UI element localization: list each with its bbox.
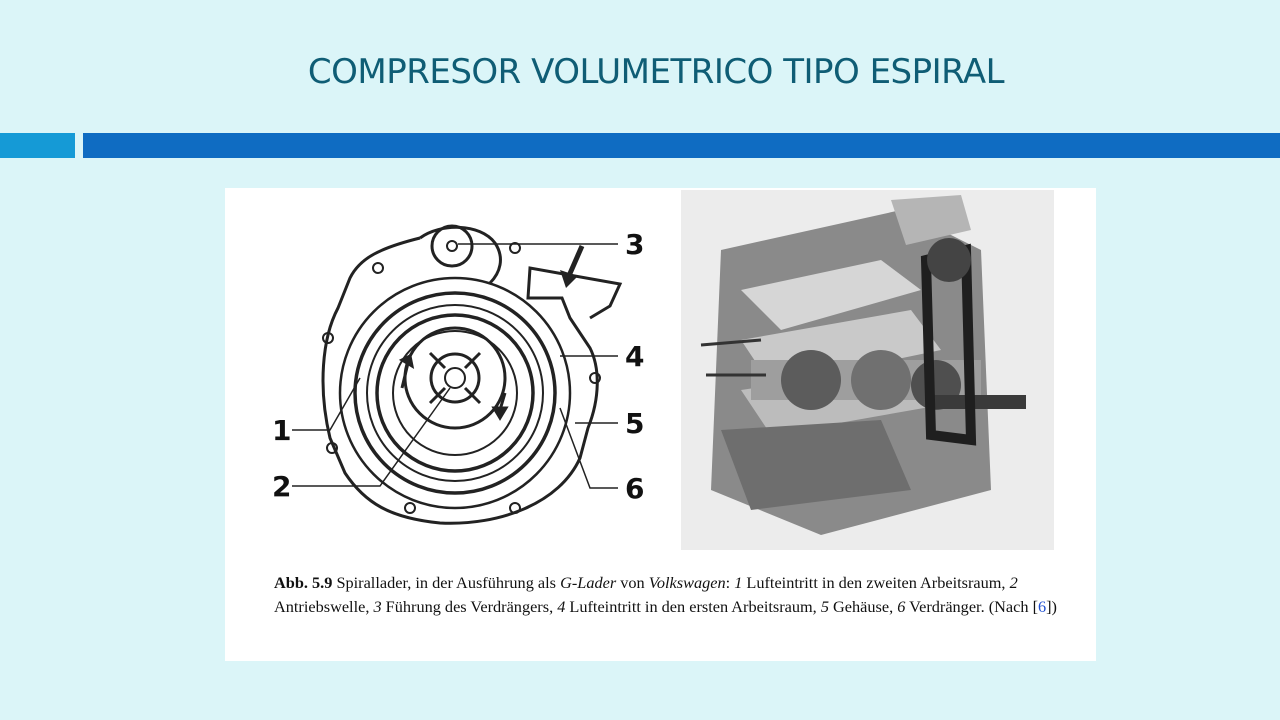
compressor-cutaway-image: [681, 190, 1054, 550]
caption-text: Spirallader, in der Ausführung als: [332, 573, 561, 592]
figure-image: 3 4 5 6 1 2 Abb. 5.9 Spirallader, in der…: [225, 188, 1096, 661]
diagram-label-1: 1: [272, 414, 291, 447]
caption-text: Lufteintritt in den ersten Arbeitsraum,: [565, 597, 821, 616]
caption-glader: G-Lader: [560, 573, 617, 592]
caption-num-6: 6: [897, 597, 906, 616]
diagram-label-6: 6: [625, 472, 644, 505]
accent-bar-right: [83, 133, 1280, 158]
caption-num-4: 4: [557, 597, 566, 616]
caption-num-5: 5: [820, 597, 829, 616]
slide-title: COMPRESOR VOLUMETRICO TIPO ESPIRAL: [307, 52, 1005, 92]
figure-caption: Abb. 5.9 Spirallader, in der Ausführung …: [274, 571, 1074, 619]
caption-text: Gehäuse,: [828, 597, 898, 616]
caption-text: Führung des Verdrängers,: [381, 597, 558, 616]
caption-text: [: [1032, 597, 1038, 616]
caption-text: Verdränger. (Nach: [905, 597, 1033, 616]
caption-num-3: 3: [373, 597, 382, 616]
accent-bar-left: [0, 133, 75, 158]
caption-text: :: [725, 573, 735, 592]
diagram-label-3: 3: [625, 228, 644, 261]
caption-volkswagen: Volkswagen: [648, 573, 726, 592]
caption-text: von: [616, 573, 649, 592]
caption-num-2: 2: [1009, 573, 1018, 592]
diagram-label-5: 5: [625, 407, 644, 440]
caption-num-1: 1: [734, 573, 743, 592]
caption-reference-link[interactable]: 6: [1037, 597, 1047, 616]
spiral-compressor-diagram: 3 4 5 6 1 2: [272, 224, 644, 525]
diagram-label-4: 4: [625, 340, 644, 373]
diagram-label-2: 2: [272, 470, 291, 503]
caption-text: Lufteintritt in den zweiten Arbeitsraum,: [742, 573, 1010, 592]
caption-text: ]): [1046, 597, 1057, 616]
caption-text: Antriebswelle,: [274, 597, 374, 616]
caption-fig-number: Abb. 5.9: [274, 573, 333, 592]
